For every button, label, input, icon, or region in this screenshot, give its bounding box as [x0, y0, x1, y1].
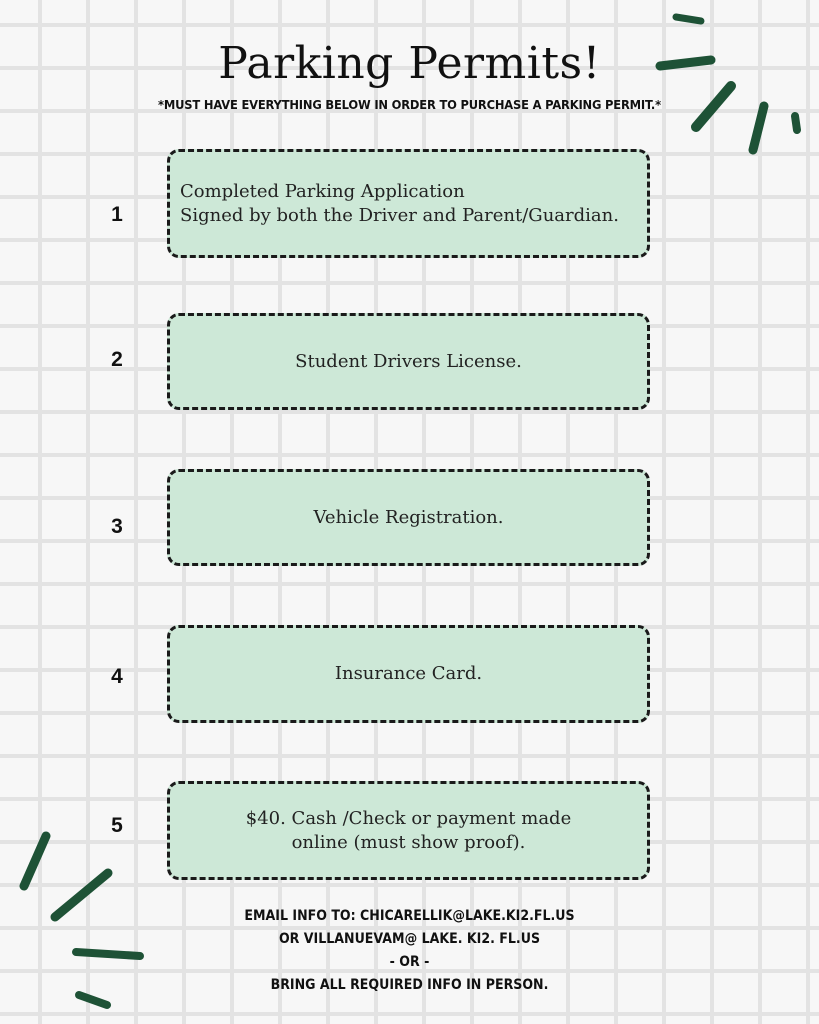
- step-number-4: 4: [111, 665, 123, 688]
- contact-in-person-line: BRING ALL REQUIRED INFO IN PERSON.: [270, 977, 549, 993]
- step-box-drivers-license: Student Drivers License.: [167, 313, 650, 410]
- contact-or-separator: - OR -: [389, 954, 430, 970]
- step-number-1: 1: [111, 203, 123, 226]
- step-number-5: 5: [111, 814, 123, 837]
- contact-info: EMAIL INFO TO: CHICARELLIK@LAKE.KI2.FL.U…: [0, 905, 819, 997]
- contact-email-alt-line: OR VILLANUEVAM@ LAKE. KI2. FL.US: [278, 931, 541, 947]
- page-title: Parking Permits!: [218, 38, 601, 89]
- step-text-line: Vehicle Registration.: [313, 506, 504, 528]
- step-text-line: Signed by both the Driver and Parent/Gua…: [180, 204, 619, 226]
- step-number-2: 2: [111, 348, 123, 371]
- contact-email-line: EMAIL INFO TO: CHICARELLIK@LAKE.KI2.FL.U…: [244, 908, 575, 924]
- step-box-insurance-card: Insurance Card.: [167, 625, 650, 723]
- step-text-line: $40. Cash /Check or payment made: [245, 808, 572, 830]
- step-number-3: 3: [111, 515, 123, 538]
- step-box-vehicle-registration: Vehicle Registration.: [167, 469, 650, 566]
- step-box-parking-application: Completed Parking Application Signed by …: [167, 149, 650, 258]
- step-text-line: Completed Parking Application: [180, 181, 465, 203]
- step-text-line: Student Drivers License.: [295, 350, 522, 372]
- step-text-line: online (must show proof).: [291, 831, 526, 853]
- step-text-line: Insurance Card.: [334, 663, 483, 685]
- step-box-payment: $40. Cash /Check or payment made online …: [167, 781, 650, 880]
- requirements-notice: *MUST HAVE EVERYTHING BELOW IN ORDER TO …: [158, 97, 661, 112]
